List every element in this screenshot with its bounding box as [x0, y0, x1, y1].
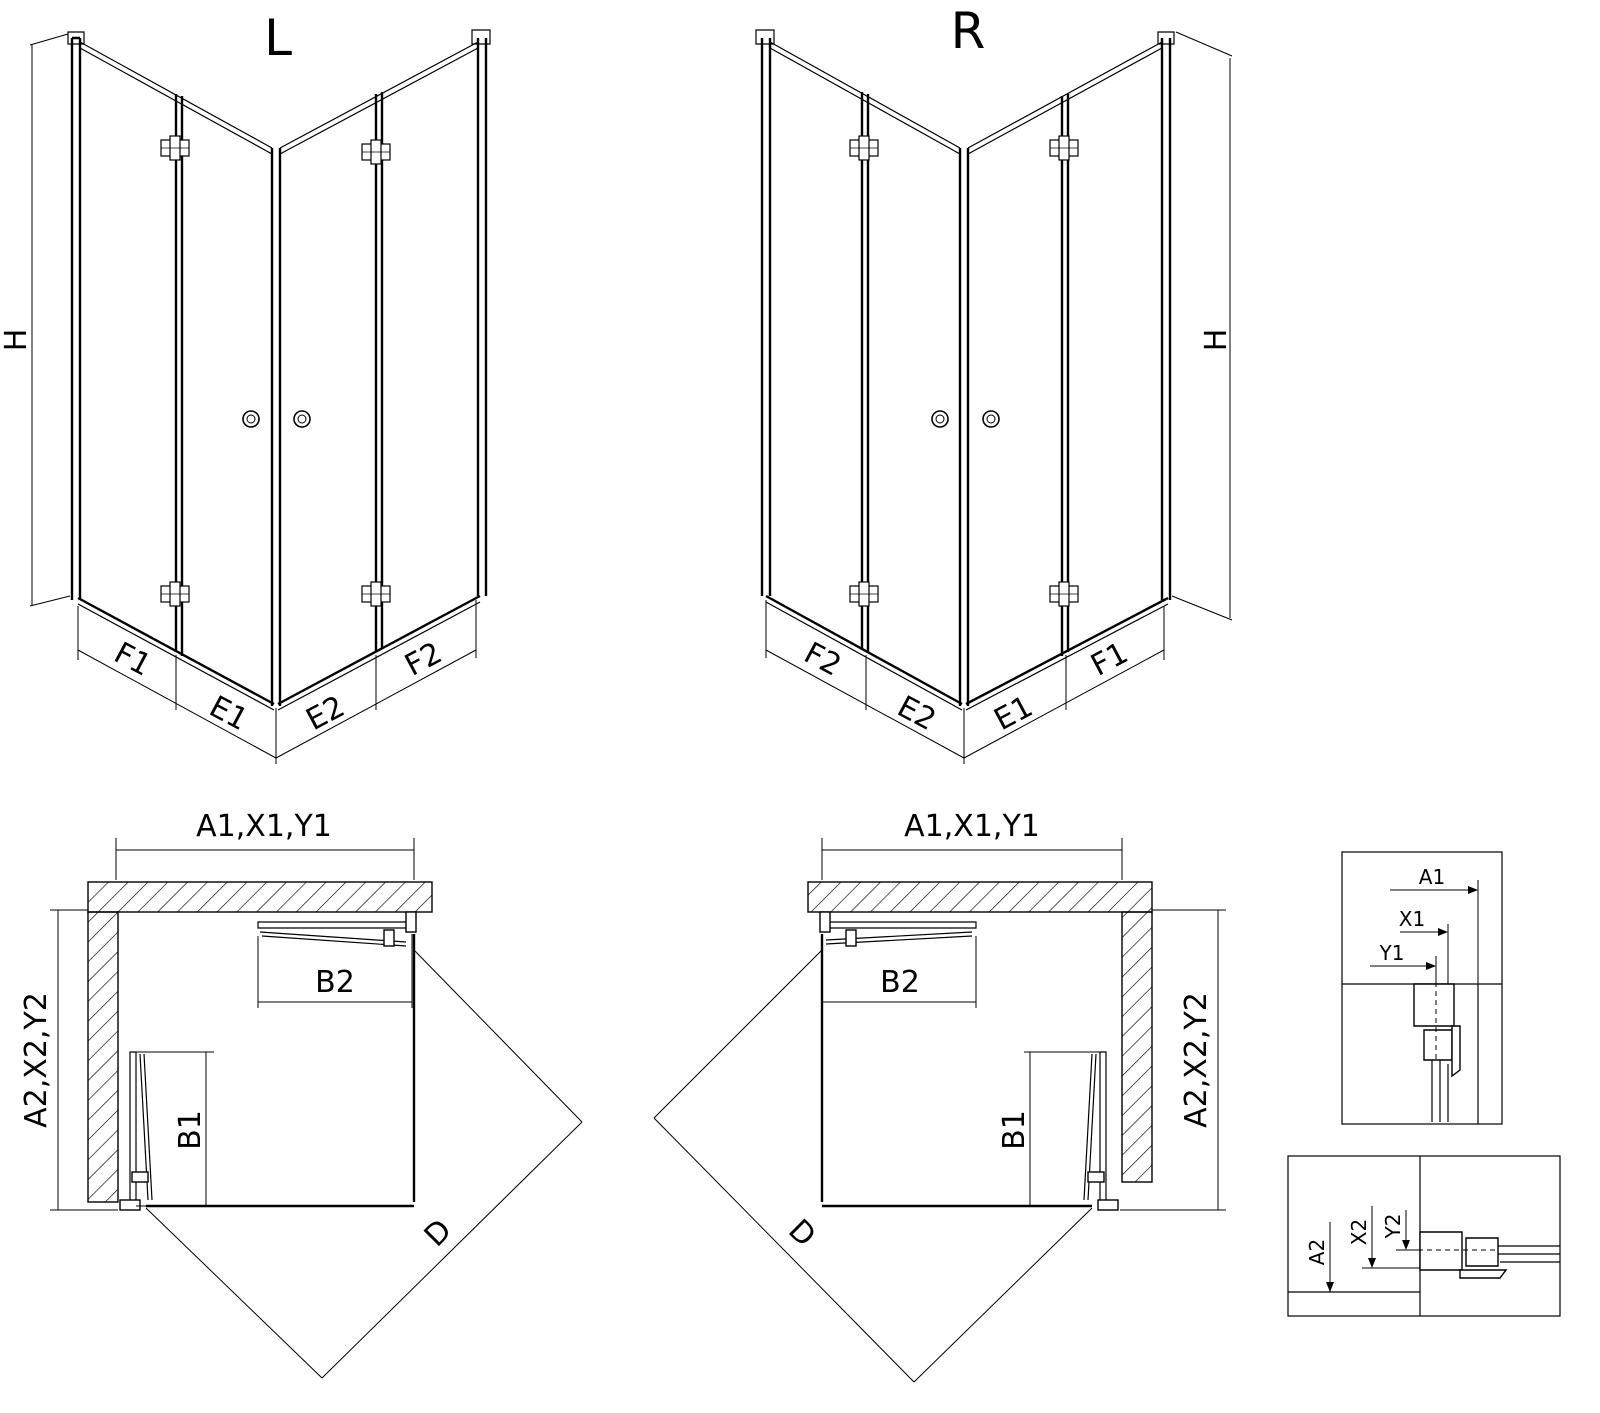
bottom-label-f2-l: F2: [399, 636, 448, 684]
plan-diagonal-label-l: D: [418, 1213, 459, 1254]
detail-bottom-label-x2: X2: [1347, 1219, 1371, 1245]
door-knob-icon: [293, 410, 311, 428]
hinge-icon: [160, 581, 190, 607]
wall-right: [1121, 911, 1153, 1183]
hinge-icon: [849, 581, 879, 607]
plan-depth-label-l: A2,X2,Y2: [19, 992, 54, 1128]
hinge-icon: [849, 135, 879, 161]
plan-view-right: A1,X1,Y1 A2,X2,Y2 B2 B1 D: [653, 809, 1226, 1383]
view-title-l: L: [264, 9, 292, 67]
detail-top-label-y1: Y1: [1379, 941, 1405, 965]
plan-width-label-l: A1,X1,Y1: [196, 809, 332, 844]
detail-top: A1 X1 Y1: [1341, 851, 1503, 1125]
bottom-label-f1-r: F1: [1085, 636, 1134, 684]
bottom-label-e2-l: E2: [301, 689, 351, 738]
view-title-r: R: [951, 2, 986, 60]
wall-top: [807, 881, 1153, 913]
isometric-view-right: R H F2 E2 E1 F1: [755, 2, 1234, 764]
plan-b1-label-r: B1: [997, 1110, 1032, 1150]
door-knob-icon: [931, 410, 949, 428]
wall-left: [87, 911, 119, 1203]
detail-bottom-label-y2: Y2: [1381, 1214, 1405, 1240]
hinge-icon: [1049, 135, 1079, 161]
door-knob-icon: [982, 410, 1000, 428]
height-label-l: H: [0, 329, 34, 352]
plan-b2-label-r: B2: [880, 965, 920, 1000]
plan-depth-label-r: A2,X2,Y2: [1179, 992, 1214, 1128]
detail-bottom-label-a2: A2: [1305, 1239, 1329, 1265]
hinge-icon: [1049, 581, 1079, 607]
plan-view-left: A1,X1,Y1 A2,X2,Y2 B2 B1 D: [19, 809, 583, 1379]
wall-top: [87, 881, 433, 913]
detail-top-label-x1: X1: [1399, 907, 1425, 931]
detail-bottom: A2 X2 Y2: [1287, 1155, 1561, 1317]
hinge-icon: [361, 139, 391, 165]
plan-width-label-r: A1,X1,Y1: [904, 809, 1040, 844]
hinge-icon: [361, 581, 391, 607]
door-knob-icon: [242, 410, 260, 428]
plan-b2-label-l: B2: [315, 965, 355, 1000]
bottom-label-e2-r: E2: [891, 689, 941, 738]
plan-b1-label-l: B1: [173, 1110, 208, 1150]
plan-diagonal-label-r: D: [781, 1213, 822, 1254]
height-label-r: H: [1199, 329, 1234, 352]
bottom-label-e1-l: E1: [203, 689, 253, 738]
bottom-label-e1-r: E1: [989, 689, 1039, 738]
hinge-icon: [160, 135, 190, 161]
isometric-view-left: L H F1 E1 E2 F2: [0, 9, 491, 764]
detail-top-label-a1: A1: [1419, 865, 1445, 889]
